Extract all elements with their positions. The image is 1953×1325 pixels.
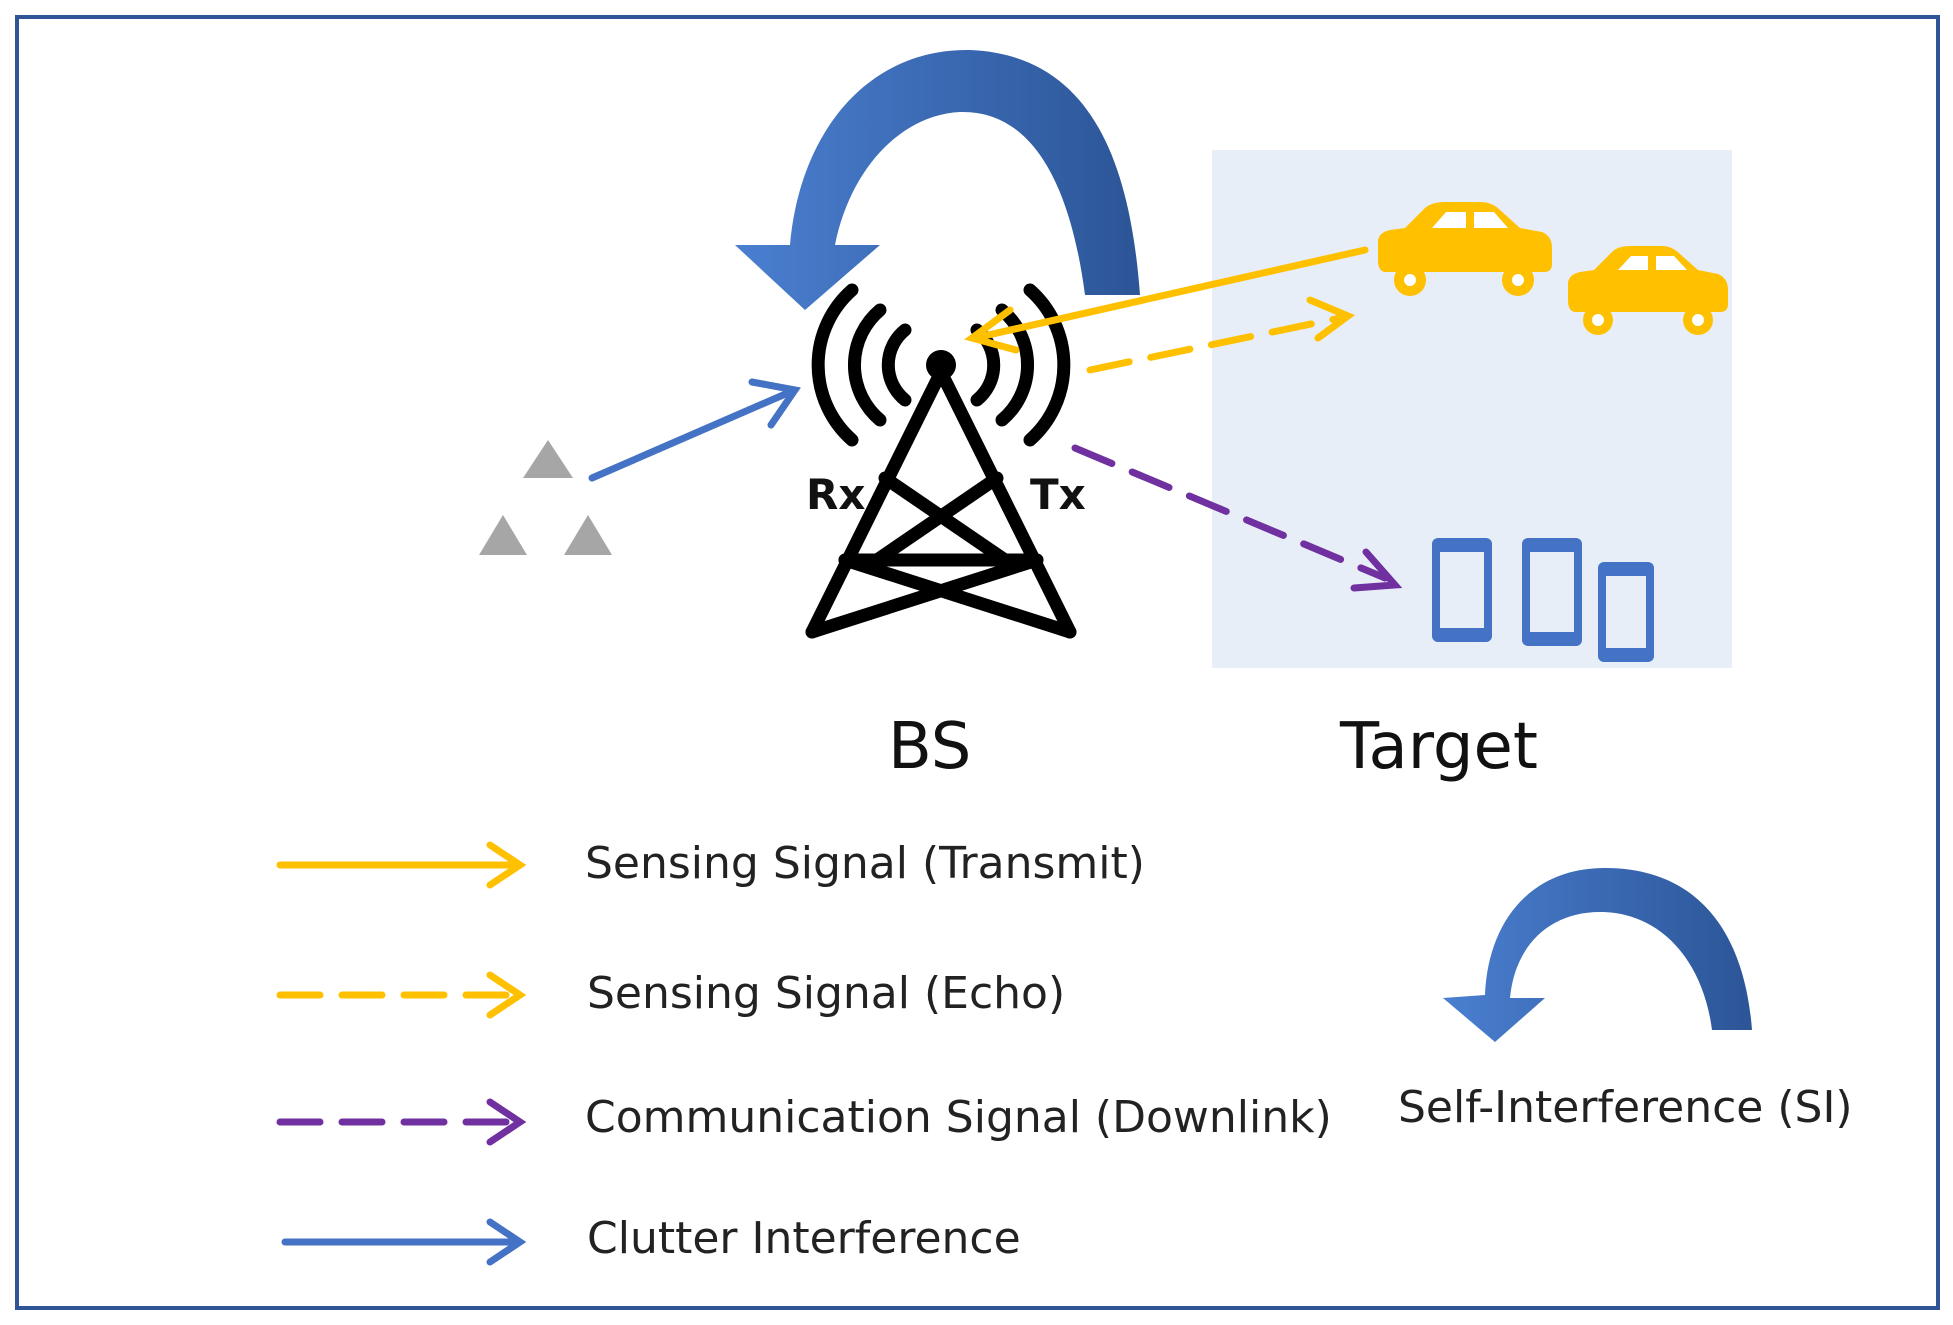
legend-sensing-echo-label: Sensing Signal (Echo) xyxy=(587,968,1066,1019)
communication-downlink-arrow xyxy=(1071,444,1403,592)
legend-sensing-transmit-symbol xyxy=(276,841,527,889)
legend-communication-symbol xyxy=(276,1098,527,1146)
car-icon xyxy=(1378,202,1552,296)
clutter-obstacles xyxy=(479,440,612,555)
legend-self-interference-label: Self-Interference (SI) xyxy=(1398,1082,1853,1133)
car-icon xyxy=(1568,246,1728,335)
target-label: Target xyxy=(1340,710,1538,784)
triangle-icon xyxy=(564,515,612,555)
legend-communication-label: Communication Signal (Downlink) xyxy=(585,1092,1332,1143)
cell-tower-icon xyxy=(805,283,1077,639)
phone-icon xyxy=(1432,538,1492,642)
triangle-icon xyxy=(479,515,527,555)
tx-label: Tx xyxy=(1030,470,1086,519)
rx-label: Rx xyxy=(806,470,866,519)
legend-sensing-transmit-label: Sensing Signal (Transmit) xyxy=(585,838,1145,889)
figure-frame xyxy=(15,15,1940,1310)
sensing-echo-arrow xyxy=(1086,296,1356,374)
self-interference-arrow xyxy=(735,49,1140,310)
sensing-transmit-arrow xyxy=(964,246,1369,354)
clutter-interference-arrow xyxy=(588,378,801,482)
triangle-icon xyxy=(523,440,573,478)
phone-icon xyxy=(1598,562,1654,662)
bs-label: BS xyxy=(888,710,972,784)
legend-clutter-symbol xyxy=(281,1218,527,1266)
phone-icon xyxy=(1522,538,1582,646)
legend-clutter-label: Clutter Interference xyxy=(587,1213,1021,1264)
legend-self-interference-symbol xyxy=(1443,868,1752,1042)
legend-sensing-echo-symbol xyxy=(276,971,527,1019)
